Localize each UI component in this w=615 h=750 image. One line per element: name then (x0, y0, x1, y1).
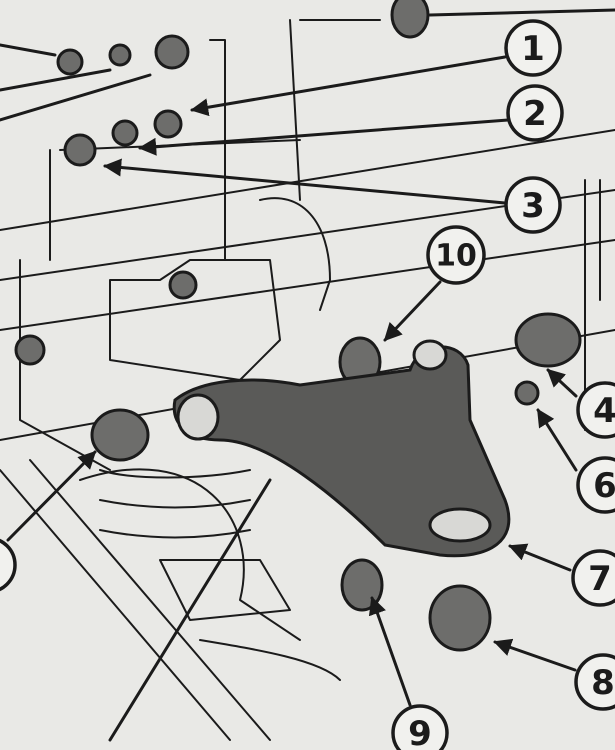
callout-partial-left (0, 538, 17, 592)
hardware-parts (14, 0, 582, 652)
callout-4: 4 (576, 381, 615, 439)
svg-text:8: 8 (591, 663, 615, 703)
callout-1: 1 (504, 19, 562, 77)
svg-text:4: 4 (593, 391, 615, 431)
callout-2: 2 (506, 84, 564, 142)
svg-text:9: 9 (408, 714, 432, 750)
callout-8: 8 (574, 653, 615, 711)
callout-6: 6 (576, 456, 615, 514)
callout-10: 10 (426, 225, 486, 285)
frame-lines (0, 19, 615, 741)
svg-text:2: 2 (523, 94, 547, 134)
svg-text:3: 3 (521, 186, 545, 226)
callout-3: 3 (504, 176, 562, 234)
svg-text:1: 1 (521, 29, 545, 69)
svg-text:10: 10 (435, 239, 477, 274)
leader-lines (0, 8, 615, 742)
svg-text:7: 7 (588, 559, 612, 599)
svg-text:6: 6 (593, 466, 615, 506)
callout-9: 9 (391, 704, 449, 750)
callout-7: 7 (571, 549, 615, 607)
lower-control-arm (172, 339, 511, 558)
